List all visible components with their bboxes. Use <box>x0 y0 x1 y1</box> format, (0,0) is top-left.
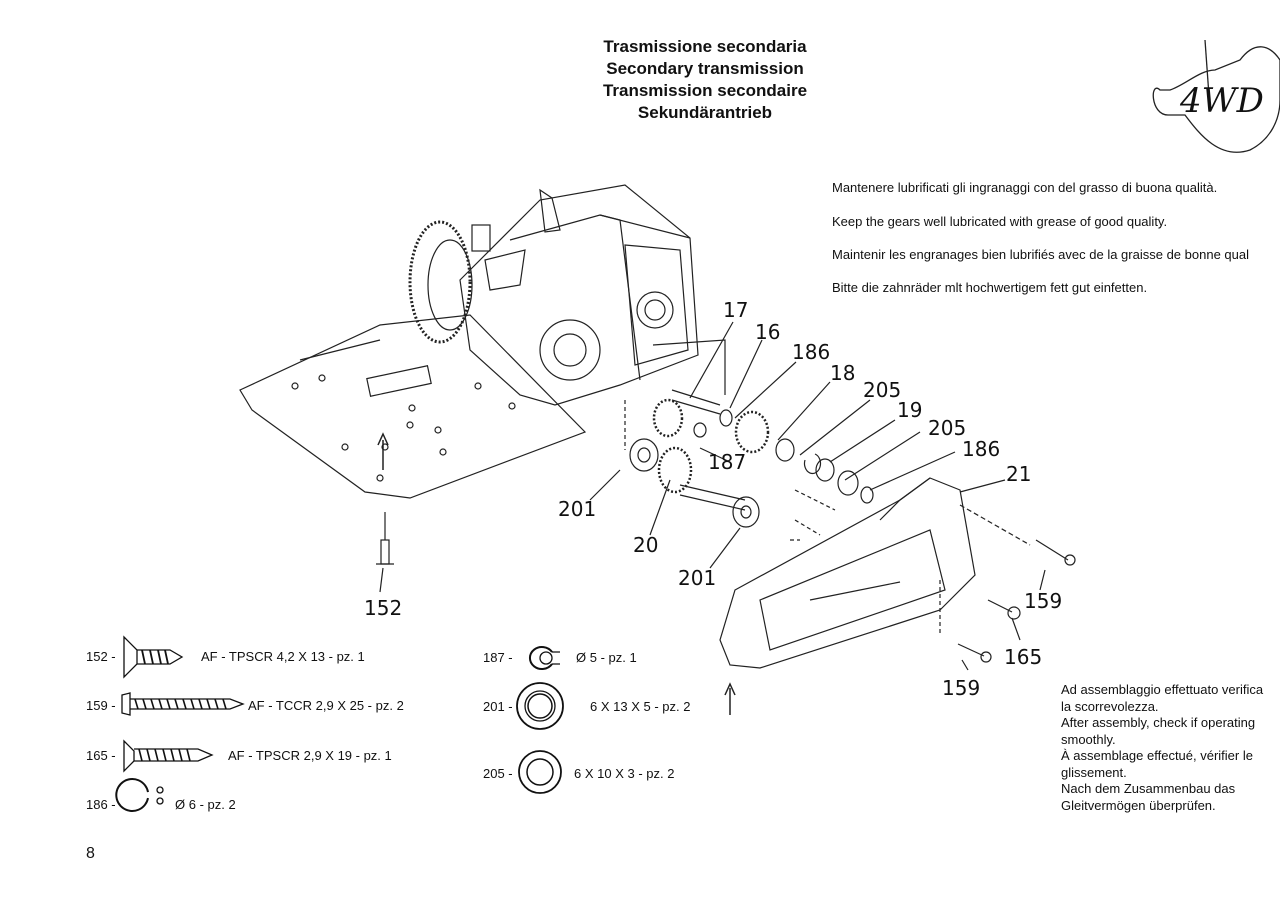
callout-187: 187 <box>708 450 747 474</box>
note-fr: Maintenir les engranages bien lubrifiés … <box>832 247 1249 262</box>
legend-code-186: 186 - <box>86 797 116 812</box>
spur-gear <box>408 220 472 344</box>
bearing-205-icon <box>518 750 562 794</box>
eclip-187-icon <box>528 646 560 670</box>
callout-21: 21 <box>1006 462 1032 486</box>
title-en: Secondary transmission <box>606 59 804 78</box>
page-number: 8 <box>86 845 95 862</box>
callout-152: 152 <box>364 596 403 620</box>
callout-205: 205 <box>863 378 902 402</box>
callout-159: 159 <box>942 676 981 700</box>
legend-code-165: 165 - <box>86 748 116 763</box>
callout-17: 17 <box>723 298 749 322</box>
legend-desc-152: AF - TPSCR 4,2 X 13 - pz. 1 <box>201 649 365 664</box>
legend-desc-201: 6 X 13 X 5 - pz. 2 <box>590 699 691 714</box>
note-it: Mantenere lubrificati gli ingranaggi con… <box>832 180 1218 195</box>
legend-code-205: 205 - <box>483 766 513 781</box>
callout-16: 16 <box>755 320 781 344</box>
legend-desc-165: AF - TPSCR 2,9 X 19 - pz. 1 <box>228 748 392 763</box>
note-en: Keep the gears well lubricated with grea… <box>832 214 1168 229</box>
circlip-186-icon <box>115 778 164 812</box>
assembly-note-line: smoothly. <box>1061 731 1116 747</box>
assembly-note-line: Ad assemblaggio effettuato verifica <box>1061 682 1264 697</box>
logo-4wd <box>1152 39 1280 153</box>
note-de: Bitte die zahnräder mlt hochwertigem fet… <box>832 280 1148 295</box>
callout-165: 165 <box>1004 645 1043 669</box>
callout-201: 201 <box>558 497 597 521</box>
callout-159: 159 <box>1024 589 1063 613</box>
chassis-plate <box>239 314 587 499</box>
title-it: Trasmissione secondaria <box>603 37 807 56</box>
callout-18: 18 <box>830 361 856 385</box>
callout-20: 20 <box>633 533 659 557</box>
callout-186: 186 <box>962 437 1001 461</box>
callout-201: 201 <box>678 566 717 590</box>
logo-text: 4WD <box>1179 81 1264 121</box>
legend-code-159: 159 - <box>86 698 116 713</box>
legend-code-201: 201 - <box>483 699 513 714</box>
page-title: Trasmissione secondaria Secondary transm… <box>540 36 870 124</box>
callout-186: 186 <box>792 340 831 364</box>
screw-159-icon <box>121 692 245 716</box>
assembly-note: Ad assemblaggio effettuato verifica la s… <box>1061 682 1280 814</box>
assembly-note-line: After assembly, check if operating <box>1061 715 1256 730</box>
screw-152-icon <box>123 635 184 679</box>
callout-19: 19 <box>897 398 923 422</box>
assembly-note-line: Nach dem Zusammenbau das <box>1061 781 1236 796</box>
legend-desc-159: AF - TCCR 2,9 X 25 - pz. 2 <box>248 698 404 713</box>
assembly-note-line: À assemblage effectué, vérifier le <box>1061 748 1253 763</box>
callout-205: 205 <box>928 416 967 440</box>
assembly-note-line: Gleitvermögen überprüfen. <box>1061 797 1216 813</box>
screw-165-icon <box>123 739 214 773</box>
title-fr: Transmission secondaire <box>602 81 808 100</box>
legend-code-152: 152 - <box>86 649 116 664</box>
legend-desc-186: Ø 6 - pz. 2 <box>175 797 236 812</box>
bearing-201-icon <box>516 682 564 730</box>
assembly-note-line: la scorrevolezza. <box>1061 698 1159 714</box>
assembly-note-line: glissement. <box>1061 764 1127 780</box>
gearbox-housing <box>459 184 699 406</box>
legend-desc-187: Ø 5 - pz. 1 <box>576 650 637 665</box>
title-de: Sekundärantrieb <box>637 103 773 122</box>
legend-code-187: 187 - <box>483 650 513 665</box>
legend-desc-205: 6 X 10 X 3 - pz. 2 <box>574 766 675 781</box>
